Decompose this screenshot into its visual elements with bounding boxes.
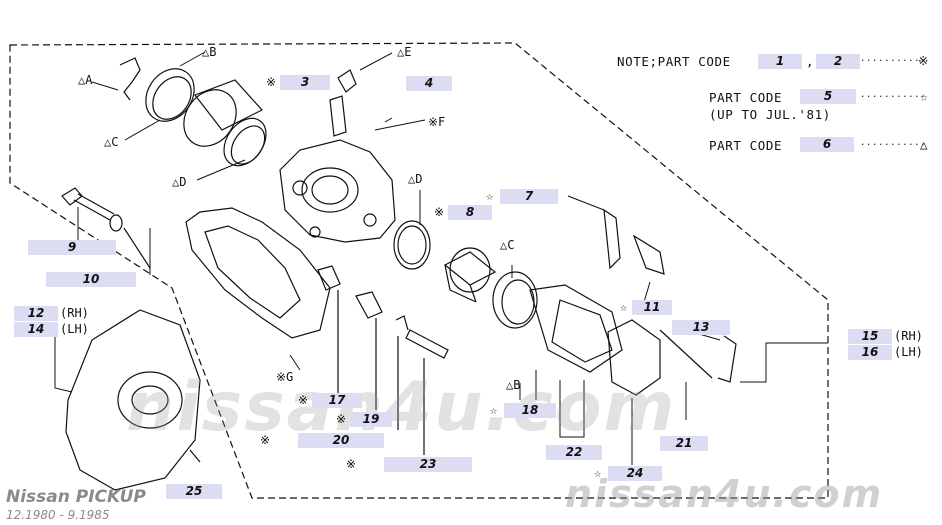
backing-plate-drawing — [65, 309, 201, 491]
callout-19[interactable]: 19 — [350, 412, 392, 427]
callout-16[interactable]: 16 — [848, 345, 892, 360]
callout-15[interactable]: 15 — [848, 329, 892, 344]
note-mark-kome: ※ — [918, 53, 930, 68]
note-line1-prefix: NOTE;PART CODE — [617, 54, 731, 69]
label-kome-g: ※G — [276, 370, 294, 384]
pin-boot-drawing — [317, 265, 383, 319]
shim-drawing — [607, 319, 661, 396]
mark-kome-20: ※ — [260, 433, 271, 447]
callout-3[interactable]: 3 — [280, 75, 330, 90]
mark-star-7: ☆ — [486, 189, 494, 203]
note-line3-prefix: PART CODE — [709, 138, 783, 153]
note-code-5[interactable]: 5 — [800, 89, 856, 104]
callout-25[interactable]: 25 — [166, 484, 222, 499]
group-outline — [9, 42, 829, 499]
label-triangle-d2: △D — [408, 172, 423, 186]
callout-18[interactable]: 18 — [504, 403, 556, 418]
note-dots-3: ........... — [860, 138, 927, 148]
mark-star-11: ☆ — [620, 300, 628, 314]
bolt-drawing — [61, 187, 115, 221]
callout-13[interactable]: 13 — [672, 320, 730, 335]
label-triangle-b: △B — [202, 45, 217, 59]
label-kome-f: ※F — [428, 115, 446, 129]
seal-kit-drawing — [119, 57, 267, 167]
mark-star-24: ☆ — [594, 466, 602, 480]
label-triangle-a: △A — [78, 73, 93, 87]
model-dates: 12.1980 - 9.1985 — [6, 508, 110, 522]
note-code-1[interactable]: 1 — [758, 54, 802, 69]
support-drawing — [185, 207, 331, 339]
callout-20[interactable]: 20 — [298, 433, 384, 448]
callout-9[interactable]: 9 — [28, 240, 116, 255]
callout-7[interactable]: 7 — [500, 189, 558, 204]
label-triangle-d: △D — [172, 175, 187, 189]
callout-11[interactable]: 11 — [632, 300, 672, 315]
callout-8[interactable]: 8 — [448, 205, 492, 220]
label-lh-14: (LH) — [60, 322, 89, 336]
note-code-2[interactable]: 2 — [816, 54, 860, 69]
label-lh-16: (LH) — [894, 345, 923, 359]
label-rh-12: (RH) — [60, 306, 89, 320]
note-mark-star: ☆ — [920, 89, 929, 104]
callout-22[interactable]: 22 — [546, 445, 602, 460]
note-code-6[interactable]: 6 — [800, 137, 854, 152]
mark-kome-23: ※ — [346, 457, 357, 471]
callout-24[interactable]: 24 — [608, 466, 662, 481]
piston-drawing — [443, 251, 497, 303]
callout-14[interactable]: 14 — [14, 322, 58, 337]
mark-kome-17: ※ — [298, 393, 309, 407]
label-triangle-b2: △B — [506, 378, 521, 392]
label-triangle-c2: △C — [500, 238, 515, 252]
note-dots-2: ........... — [860, 90, 927, 100]
note-line2-sub: (UP TO JUL.'81) — [709, 107, 831, 122]
callout-23[interactable]: 23 — [384, 457, 472, 472]
watermark-large: nissan4u.com — [126, 368, 677, 447]
note-line2-prefix: PART CODE — [709, 90, 783, 105]
model-title: Nissan PICKUP — [6, 487, 146, 507]
callout-17[interactable]: 17 — [312, 393, 362, 408]
label-triangle-c: △C — [104, 135, 119, 149]
callout-10[interactable]: 10 — [46, 272, 136, 287]
mark-kome-3: ※ — [266, 75, 277, 89]
mark-kome-8: ※ — [434, 205, 445, 219]
note-mark-triangle: △ — [920, 137, 929, 152]
mark-star-18: ☆ — [490, 403, 498, 417]
callout-4[interactable]: 4 — [406, 76, 452, 91]
callout-12[interactable]: 12 — [14, 306, 58, 321]
pad-drawing — [529, 284, 623, 373]
note-dots-1: ........... — [860, 54, 927, 64]
bleeder-drawing — [329, 69, 357, 137]
callout-21[interactable]: 21 — [660, 436, 708, 451]
note-separator: , — [806, 54, 815, 69]
label-triangle-e: △E — [397, 45, 412, 59]
guide-bolt-drawing — [405, 329, 449, 359]
caliper-body-drawing — [279, 139, 396, 243]
mark-kome-19: ※ — [336, 412, 347, 426]
label-rh-15: (RH) — [894, 329, 923, 343]
